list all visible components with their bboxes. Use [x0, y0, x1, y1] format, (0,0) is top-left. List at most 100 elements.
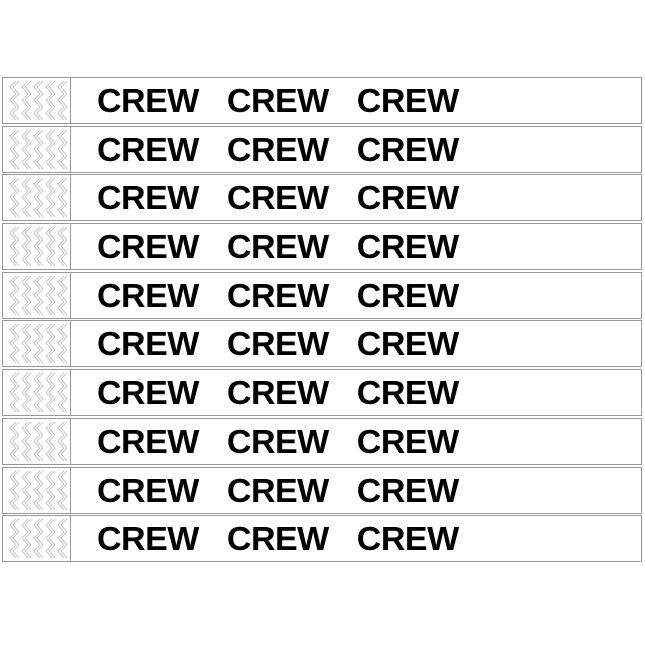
- label-word: CREW: [226, 374, 329, 412]
- zigzag-column: [44, 178, 56, 218]
- label-word: CREW: [356, 520, 459, 558]
- label-word: CREW: [97, 227, 199, 266]
- zigzag-column: [8, 275, 20, 316]
- label-word: CREW: [226, 227, 329, 266]
- label-word: CREW: [356, 471, 459, 509]
- zigzag-column: [8, 324, 20, 364]
- label-word: CREW: [226, 276, 329, 314]
- zigzag-column: [56, 421, 68, 462]
- closure-stub: [3, 370, 71, 416]
- zigzag-column: [8, 178, 20, 218]
- zigzag-column: [44, 518, 56, 559]
- zigzag-column: [32, 372, 44, 413]
- label-word: CREW: [226, 179, 329, 217]
- zigzag-column: [32, 518, 44, 559]
- label-word: CREW: [356, 179, 459, 217]
- zigzag-column: [32, 324, 44, 364]
- wristband-label: CREW CREW CREW: [71, 176, 641, 220]
- zigzag-column: [56, 80, 68, 121]
- closure-stub: [3, 418, 71, 464]
- label-word: CREW: [97, 325, 199, 363]
- zigzag-column: [20, 275, 32, 316]
- zigzag-pattern-icon: [8, 129, 68, 170]
- label-word: CREW: [356, 422, 459, 460]
- zigzag-column: [44, 80, 56, 121]
- wristband: CREW CREW CREW: [2, 174, 642, 222]
- zigzag-column: [8, 470, 20, 510]
- label-word: CREW: [226, 325, 329, 363]
- zigzag-column: [56, 470, 68, 510]
- wristband: CREW CREW CREW: [2, 369, 642, 417]
- zigzag-pattern-icon: [8, 421, 68, 462]
- label-word: CREW: [97, 179, 199, 217]
- label-word: CREW: [226, 520, 329, 558]
- zigzag-column: [44, 372, 56, 413]
- closure-stub: [3, 467, 71, 513]
- closure-stub: [3, 516, 71, 562]
- closure-stub: [3, 272, 71, 318]
- label-word: CREW: [226, 81, 329, 120]
- zigzag-column: [32, 178, 44, 218]
- label-word: CREW: [97, 374, 199, 412]
- zigzag-column: [8, 421, 20, 462]
- zigzag-column: [32, 421, 44, 462]
- zigzag-column: [32, 275, 44, 316]
- zigzag-column: [20, 80, 32, 121]
- zigzag-column: [20, 518, 32, 559]
- zigzag-column: [20, 372, 32, 413]
- zigzag-column: [20, 324, 32, 364]
- zigzag-pattern-icon: [8, 178, 68, 218]
- label-word: CREW: [356, 374, 459, 412]
- zigzag-column: [44, 129, 56, 170]
- label-word: CREW: [356, 130, 459, 168]
- wristband-stack: CREW CREW CREW: [2, 77, 642, 563]
- zigzag-pattern-icon: [8, 80, 68, 121]
- wristband-label: CREW CREW CREW: [71, 371, 641, 415]
- zigzag-column: [20, 129, 32, 170]
- zigzag-column: [44, 324, 56, 364]
- label-word: CREW: [226, 130, 329, 168]
- zigzag-column: [32, 226, 44, 267]
- zigzag-pattern-icon: [8, 275, 68, 316]
- label-word: CREW: [97, 422, 199, 460]
- zigzag-column: [20, 226, 32, 267]
- zigzag-pattern-icon: [8, 324, 68, 364]
- label-word: CREW: [97, 81, 199, 120]
- zigzag-column: [8, 80, 20, 121]
- zigzag-column: [8, 129, 20, 170]
- closure-stub: [3, 175, 71, 221]
- zigzag-column: [56, 129, 68, 170]
- zigzag-column: [44, 421, 56, 462]
- zigzag-column: [8, 226, 20, 267]
- closure-stub: [3, 126, 71, 172]
- zigzag-column: [8, 372, 20, 413]
- zigzag-column: [32, 80, 44, 121]
- zigzag-column: [56, 372, 68, 413]
- zigzag-column: [56, 518, 68, 559]
- zigzag-column: [20, 421, 32, 462]
- zigzag-column: [8, 518, 20, 559]
- closure-stub: [3, 78, 71, 123]
- wristband: CREW CREW CREW: [2, 515, 642, 563]
- zigzag-column: [20, 470, 32, 510]
- label-word: CREW: [97, 471, 199, 509]
- zigzag-column: [56, 324, 68, 364]
- zigzag-column: [56, 178, 68, 218]
- label-word: CREW: [356, 325, 459, 363]
- zigzag-pattern-icon: [8, 226, 68, 267]
- zigzag-pattern-icon: [8, 518, 68, 559]
- closure-stub: [3, 321, 71, 367]
- label-word: CREW: [97, 520, 199, 558]
